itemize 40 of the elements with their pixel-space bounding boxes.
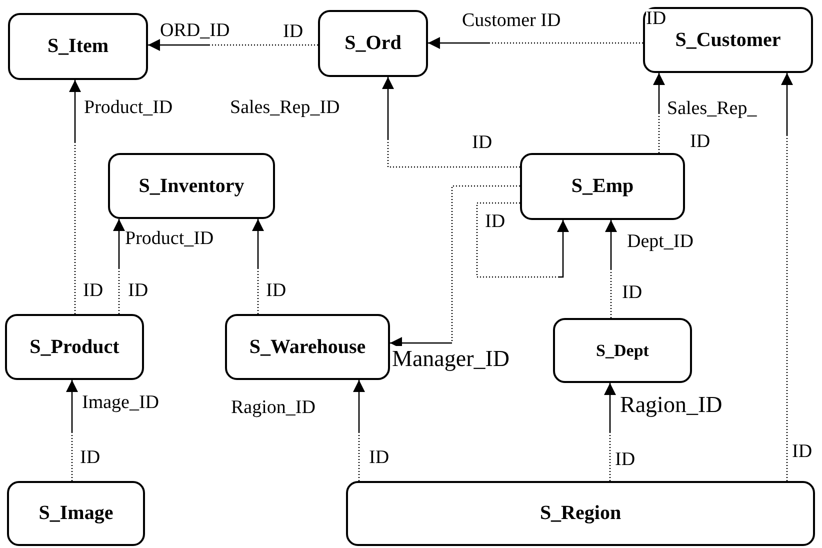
entity-box <box>553 318 692 383</box>
entity-box <box>5 314 144 380</box>
entity-box <box>346 481 815 546</box>
foreign-key-label: Sales_Rep_ <box>667 99 757 120</box>
relationship-line <box>604 383 616 481</box>
entity-box <box>225 314 390 380</box>
entity-name: S_Ord <box>344 32 402 55</box>
entity-name: S_Product <box>30 336 120 358</box>
entity-box <box>318 10 428 77</box>
foreign-key-label: Image_ID <box>82 393 160 414</box>
entity-box <box>108 153 275 219</box>
relationship-line <box>252 219 264 314</box>
relationship-line <box>382 77 520 168</box>
entity-box <box>520 153 685 220</box>
relationship-line <box>605 220 617 318</box>
foreign-key-label: Manager_ID <box>392 346 510 372</box>
entity-name: S_Customer <box>675 28 781 52</box>
foreign-key-label: Dept_ID <box>627 232 694 253</box>
relationship-line <box>476 202 569 278</box>
entity-box <box>7 481 145 546</box>
relationship-line <box>653 73 665 153</box>
entity-box <box>643 7 813 73</box>
entity-name: S_Inventory <box>138 174 244 198</box>
relationship-line <box>66 380 78 481</box>
entity-name: S_Item <box>47 35 109 58</box>
relationship-line <box>428 37 643 49</box>
entity-name: S_Warehouse <box>249 336 366 358</box>
foreign-key-label: Sales_Rep_ID <box>230 98 340 119</box>
relationship-line <box>390 185 520 349</box>
entity-name: S_Region <box>540 502 622 525</box>
relationship-line <box>69 80 81 314</box>
relationship-line <box>781 73 793 481</box>
relationship-line <box>148 39 318 51</box>
entity-box <box>8 13 148 80</box>
relationship-line <box>113 219 125 314</box>
entity-name: S_Image <box>38 502 114 525</box>
foreign-key-label: Ragion_ID <box>231 398 316 419</box>
entity-name: S_Emp <box>571 175 634 198</box>
relationship-line <box>353 380 365 481</box>
entity-name: S_Dept <box>596 340 649 360</box>
